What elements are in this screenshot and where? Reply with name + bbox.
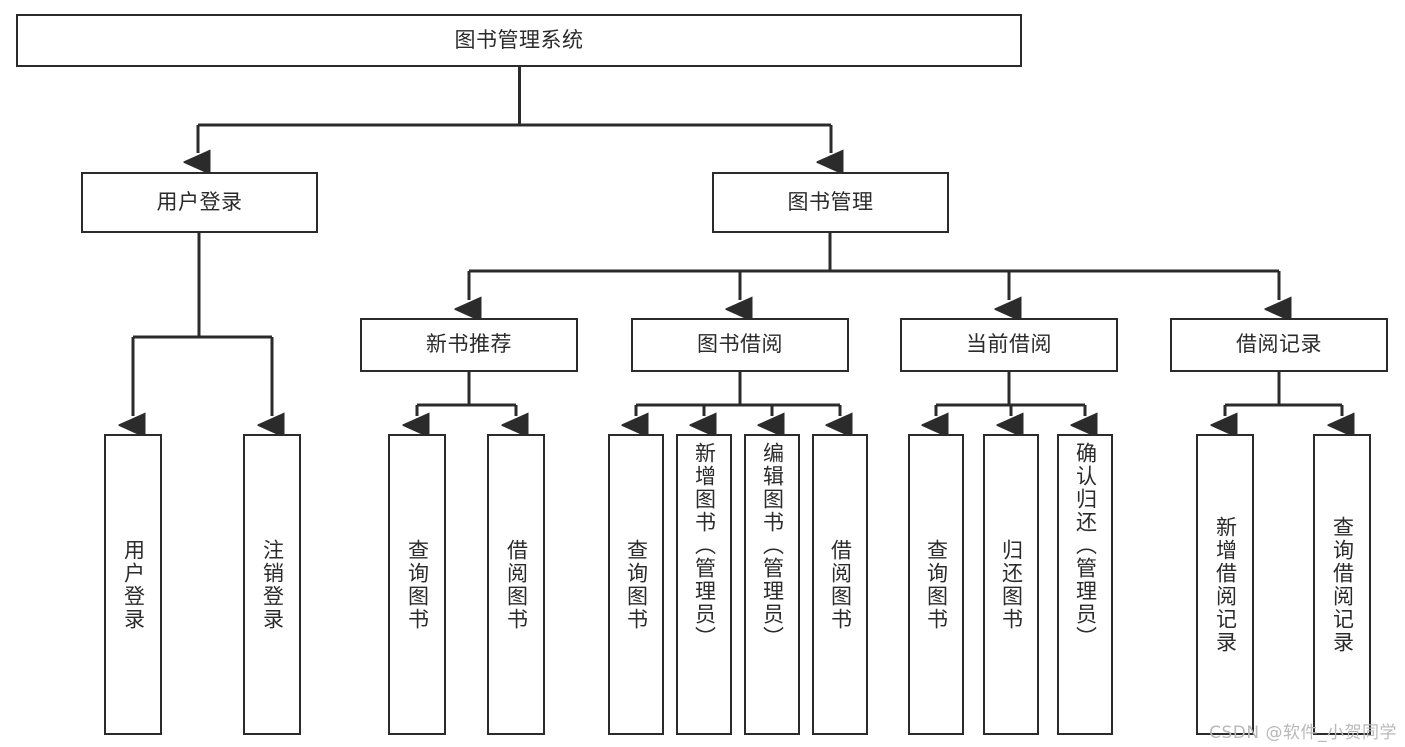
leaf-borrow-book-1-label: 借阅图书 — [504, 538, 529, 631]
leaf-confirm-return-admin-label: 确认归还（管理员） — [1073, 442, 1098, 649]
node-user-login-label: 用户登录 — [156, 189, 243, 214]
leaf-query-book-1[interactable]: 查询图书 — [388, 434, 446, 735]
leaf-add-borrow-record[interactable]: 新增借阅记录 — [1196, 434, 1254, 735]
leaf-user-logout[interactable]: 注销登录 — [243, 434, 301, 735]
node-book-management[interactable]: 图书管理 — [712, 172, 949, 233]
leaf-borrow-book-2[interactable]: 借阅图书 — [812, 434, 868, 735]
csdn-watermark: CSDN @软件_小贺同学 — [1209, 723, 1397, 743]
leaf-edit-book-admin-label: 编辑图书（管理员） — [760, 442, 785, 649]
leaf-add-book-admin[interactable]: 新增图书（管理员） — [676, 434, 732, 735]
node-new-book-recommend[interactable]: 新书推荐 — [360, 318, 578, 372]
node-user-login[interactable]: 用户登录 — [81, 172, 318, 233]
leaf-add-book-admin-label: 新增图书（管理员） — [692, 442, 717, 649]
node-borrow-records-label: 借阅记录 — [1236, 332, 1322, 357]
leaf-query-borrow-record-label: 查询借阅记录 — [1330, 515, 1355, 654]
leaf-query-borrow-record[interactable]: 查询借阅记录 — [1313, 434, 1371, 735]
leaf-query-book-1-label: 查询图书 — [405, 538, 430, 631]
node-new-book-recommend-label: 新书推荐 — [426, 332, 512, 357]
leaf-add-borrow-record-label: 新增借阅记录 — [1213, 515, 1238, 654]
leaf-confirm-return-admin[interactable]: 确认归还（管理员） — [1057, 434, 1113, 735]
leaf-return-book-label: 归还图书 — [999, 538, 1024, 631]
leaf-borrow-book-2-label: 借阅图书 — [828, 538, 853, 631]
leaf-query-book-2-label: 查询图书 — [624, 538, 649, 631]
leaf-query-book-3-label: 查询图书 — [924, 538, 949, 631]
leaf-borrow-book-1[interactable]: 借阅图书 — [487, 434, 545, 735]
leaf-query-book-3[interactable]: 查询图书 — [908, 434, 964, 735]
leaf-user-logout-label: 注销登录 — [260, 538, 285, 631]
node-root-system[interactable]: 图书管理系统 — [16, 14, 1022, 67]
leaf-user-login[interactable]: 用户登录 — [104, 434, 162, 735]
node-borrow-records[interactable]: 借阅记录 — [1170, 318, 1388, 372]
node-book-borrow-label: 图书借阅 — [697, 332, 783, 357]
node-root-label: 图书管理系统 — [454, 27, 584, 52]
leaf-return-book[interactable]: 归还图书 — [983, 434, 1039, 735]
leaf-query-book-2[interactable]: 查询图书 — [608, 434, 664, 735]
leaf-edit-book-admin[interactable]: 编辑图书（管理员） — [744, 434, 800, 735]
node-book-management-label: 图书管理 — [787, 189, 874, 214]
node-current-borrow[interactable]: 当前借阅 — [900, 318, 1118, 372]
leaf-user-login-label: 用户登录 — [121, 538, 146, 631]
node-book-borrow[interactable]: 图书借阅 — [631, 318, 849, 372]
node-current-borrow-label: 当前借阅 — [966, 332, 1052, 357]
